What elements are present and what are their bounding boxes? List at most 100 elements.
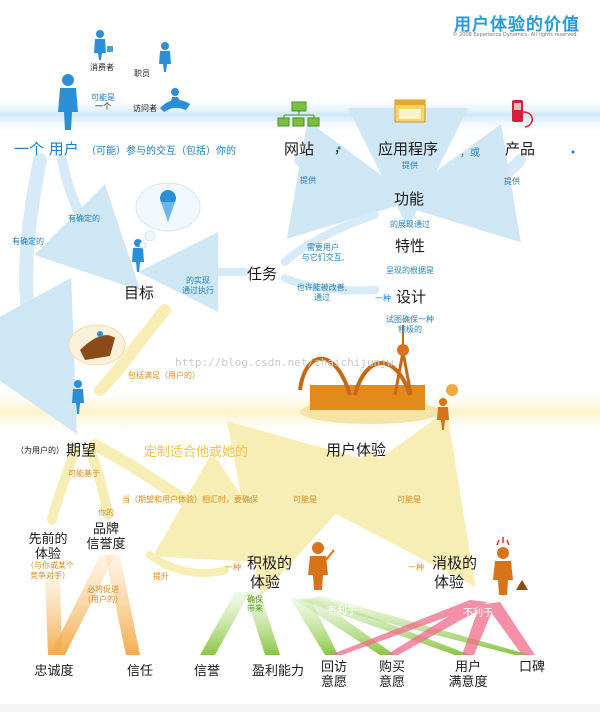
your-label: 你的 [98,508,114,517]
website-label: 网站 [284,140,315,158]
a-user-label: 一个 用户 [14,140,79,158]
page-title: 用户体验的价值 [454,15,580,35]
ensure-bring-label-1: 确保 [247,595,263,604]
application-window-icon [394,99,426,123]
outcome-trust: 信任 [126,664,154,679]
arrow-product-to-function [392,123,526,243]
outcome-loyalty: 忠诚度 [34,664,74,679]
for-user-label: （为用户的） [16,446,64,455]
goal-label: 目标 [124,284,155,302]
fan-negative-to-satisfaction [462,604,495,655]
arrow-positive-to-brand [146,551,229,578]
need-users-label-1: 需要用户 [307,243,339,252]
positive-label-2: 体验 [250,573,281,591]
expectation-figure-icon [72,380,84,414]
consumer-figure-icon [94,30,113,60]
prior-label-1: 先前的 [28,532,68,547]
tailored-label: 定制适合他或她的 [144,445,249,460]
prior-note-2: 竞争对手） [30,571,70,580]
fan-negative-to-purchase [386,602,490,655]
will-promote-label-1: 必将促进 [87,585,119,594]
fan-positive-to-reputation [200,592,250,655]
function-label: 功能 [393,190,425,208]
consumer-label: 消费者 [90,63,114,72]
a-kind-design-label: 一种 [375,294,391,303]
fan-negative-to-revisit [330,600,488,655]
harmful-label: 不利于 [463,608,493,619]
arrow-ux-to-positive [226,420,381,597]
task-bubble-icon [68,324,126,366]
provide-left-label: 提供 [300,176,316,185]
staff-label: 职员 [134,69,150,78]
roller-coaster-icon [298,325,440,424]
beneficial-label: 有利于 [327,606,357,617]
fan-negative-to-wom [485,602,535,655]
positive-person-icon [308,542,335,590]
interaction-label: （可能）参与的交互（包括）你的 [86,146,236,157]
arrow-goal-path-to-expectation [94,304,171,396]
has-certain-left-label: 有确定的 [12,237,44,246]
outcome-revisit-1: 回访 [320,660,348,675]
outcome-purchase-2: 意愿 [378,675,406,690]
brand-label-1: 品牌 [92,522,120,537]
ux-label: 用户体验 [326,441,387,459]
improve-label-1: 也许能被改善, [296,283,348,292]
or-label: ，或 [460,148,480,159]
task-label: 任务 [247,265,278,283]
outcome-profit: 盈利能力 [251,664,305,679]
may-be-label: 可能是 [91,93,115,102]
surfer-figure-icon [160,88,190,112]
arrow-design-to-task [281,274,379,295]
ensure-label-2: 积极的 [398,325,422,334]
arrow-expectation-to-brand [85,445,113,520]
ensure-bring-label-2: 带来 [247,604,263,613]
includes-label: 包括满足（用户的） [128,371,200,380]
provide-right-label: 提供 [504,177,520,186]
outcome-reputation: 信誉 [193,664,221,679]
visitor-label: 访问者 [133,104,157,113]
copyright-notice: © 2008 Experience Dynamics. All rights r… [452,32,579,38]
outcome-purchase-1: 购买 [378,660,406,675]
outcome-satisfaction-2: 满意度 [448,675,488,690]
fan-prior-to-loyalty [45,575,62,655]
a-one-label: 一个 [95,102,111,111]
will-promote-label-2: （用户的） [83,595,123,604]
arrow-ux-to-negative [316,410,476,587]
negative-person-icon [493,537,528,595]
arrow-user-to-expectation [0,153,77,435]
fan-positive-to-profit [245,592,280,655]
prior-note-1: （与你或某个 [26,561,74,570]
depends-label: 呈现的根据是 [386,266,434,275]
when-match-label: 当（期望和用户体验）相汇时，要确保 [122,495,258,504]
staff-figure-icon [159,42,171,72]
ux-person-icon [437,384,458,430]
positive-label-1: 积极的 [247,554,293,572]
arrow-user-to-goal [34,155,141,291]
outcome-satisfaction-1: 用户 [454,660,482,675]
ensure-label-1: 试图确保一种 [386,315,434,324]
design-label: 设计 [396,288,427,306]
brand-label-2: 信誉度 [86,537,126,552]
may-be-right-label: 可能是 [397,495,421,504]
arrow-expectation-to-prior [47,445,80,525]
realize-label-2: 通过执行 [182,286,214,295]
feature-label: 特性 [394,237,426,255]
comma-label: ， [334,142,348,157]
ice-cream-icon [160,190,176,222]
negative-label-2: 体验 [434,573,465,591]
need-users-label-2: 与它们交互, [301,253,345,262]
watermark-url: http://blog.csdn.net/zhaichijunjw [175,356,394,369]
may-based-label: 可能基于 [68,469,100,478]
product-phone-icon [512,100,533,128]
expectation-label: 期望 [66,441,97,459]
a-kind-positive-label: 一种 [225,563,241,572]
outcome-word-of-mouth: 口碑 [518,660,546,675]
website-sitemap-icon [277,101,320,127]
fan-positive-to-revisit [290,598,338,655]
via-display-label: 的展现通过 [390,220,430,229]
product-label: 产品 [505,140,536,158]
application-label: 应用程序 [378,140,439,158]
negative-label-1: 消极的 [432,554,478,572]
a-kind-negative-label: 一种 [408,563,424,572]
